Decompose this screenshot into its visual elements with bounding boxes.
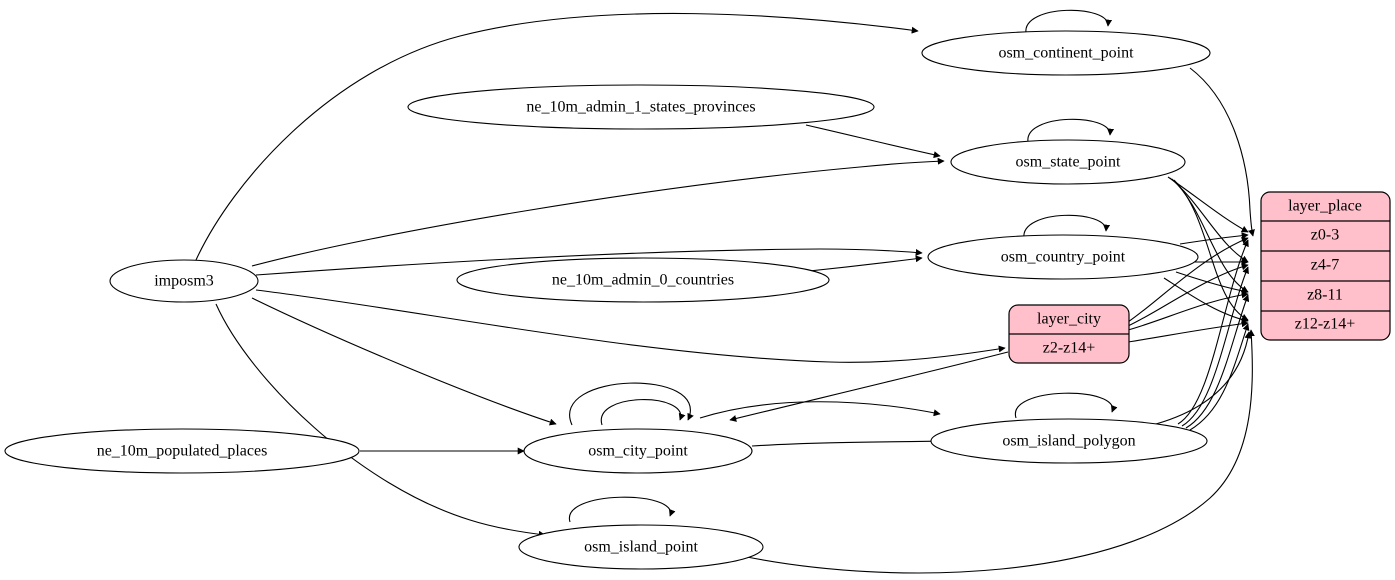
selfloop-country — [1023, 214, 1111, 239]
edge-imposm3-to-continent — [195, 12, 919, 261]
layer-place-row-3: z12-z14+ — [1295, 316, 1356, 333]
node-layer-place[interactable]: layer_place z0-3 z4-7 z8-11 z12-z14+ — [1260, 191, 1391, 341]
node-osm-island-point-label: osm_island_point — [584, 539, 698, 556]
layer-place-title: layer_place — [1288, 198, 1362, 215]
edge-country-to-z0-3 — [1179, 232, 1249, 245]
node-osm-city-point-label: osm_city_point — [588, 443, 688, 460]
node-ne-countries-label: ne_10m_admin_0_countries — [552, 272, 734, 289]
edge-imposm3-to-state — [251, 157, 945, 267]
node-osm-country-point[interactable]: osm_country_point — [927, 234, 1199, 280]
edge-imposm3-to-islandpoint — [215, 303, 546, 538]
edge-layercity-to-z8-11 — [1127, 291, 1249, 331]
edge-continent-to-z0-3 — [1189, 67, 1255, 237]
layer-city-title: layer_city — [1037, 311, 1101, 328]
edge-necountries-to-country — [799, 255, 923, 273]
edge-state-to-z12-z14 — [1173, 179, 1249, 321]
node-osm-island-polygon[interactable]: osm_island_polygon — [930, 418, 1208, 464]
layer-place-row-2: z8-11 — [1307, 287, 1343, 304]
layer-place-row-0: z0-3 — [1311, 227, 1339, 244]
node-osm-continent-point[interactable]: osm_continent_point — [921, 30, 1211, 76]
edge-islandpoint-to-z12-z14 — [741, 329, 1255, 574]
edge-islandpolygon-to-z0-3 — [1177, 239, 1249, 425]
selfloop-islandpolygon — [1015, 392, 1118, 419]
layer-place-row-1: z4-7 — [1311, 257, 1339, 274]
edge-layercity-to-z12-z14 — [1127, 320, 1249, 343]
node-osm-continent-point-label: osm_continent_point — [998, 45, 1134, 62]
node-ne-10m-populated-places[interactable]: ne_10m_populated_places — [4, 428, 360, 474]
node-osm-state-point-label: osm_state_point — [1016, 154, 1121, 171]
edge-imposm3-to-city — [251, 297, 557, 426]
node-osm-state-point[interactable]: osm_state_point — [950, 139, 1186, 185]
edge-state-to-z8-11 — [1171, 178, 1249, 293]
node-imposm3-label: imposm3 — [154, 273, 214, 290]
node-layer: imposm3 ne_10m_admin_1_states_provinces … — [4, 30, 1211, 570]
selfloop-city-inner — [600, 399, 686, 426]
edge-islandpolygon-to-z4-7 — [1181, 266, 1249, 427]
node-ne-10m-admin-1-states-provinces[interactable]: ne_10m_admin_1_states_provinces — [407, 84, 875, 130]
edge-country-to-z8-11 — [1175, 271, 1249, 295]
node-osm-city-point[interactable]: osm_city_point — [523, 428, 753, 474]
edge-layer — [195, 9, 1255, 574]
selfloop-city-outer — [569, 382, 694, 426]
node-osm-island-polygon-label: osm_island_polygon — [1002, 433, 1135, 450]
node-layer-city[interactable]: layer_city z2-z14+ — [1008, 304, 1130, 364]
edge-nestates-to-state — [805, 124, 941, 159]
selfloop-islandpoint — [569, 496, 676, 523]
edge-layercity-to-z4-7 — [1127, 263, 1249, 327]
node-ne-10m-admin-0-countries[interactable]: ne_10m_admin_0_countries — [456, 257, 830, 303]
edge-imposm3-to-layercity — [255, 289, 1006, 363]
edge-country-to-z12-z14 — [1163, 277, 1249, 323]
edge-city-to-islandpolygon — [699, 401, 941, 419]
node-ne-populated-label: ne_10m_populated_places — [97, 443, 268, 460]
node-osm-island-point[interactable]: osm_island_point — [518, 524, 764, 570]
edge-layercity-to-city — [729, 351, 1009, 422]
edge-imposm3-to-country — [255, 248, 923, 276]
edge-state-to-z0-3 — [1167, 176, 1249, 233]
selfloop-state — [1027, 118, 1115, 143]
selfloop-continent — [1025, 9, 1113, 34]
layer-city-row-0: z2-z14+ — [1043, 340, 1096, 357]
node-imposm3[interactable]: imposm3 — [109, 259, 259, 303]
edge-layercity-to-z0-3 — [1127, 237, 1249, 323]
edge-islandpolygon-to-z12-z14 — [1189, 323, 1250, 431]
node-osm-country-point-label: osm_country_point — [1001, 249, 1126, 266]
edge-islandpolygon-to-z8-11 — [1185, 294, 1250, 429]
node-ne-states-label: ne_10m_admin_1_states_provinces — [526, 99, 755, 116]
